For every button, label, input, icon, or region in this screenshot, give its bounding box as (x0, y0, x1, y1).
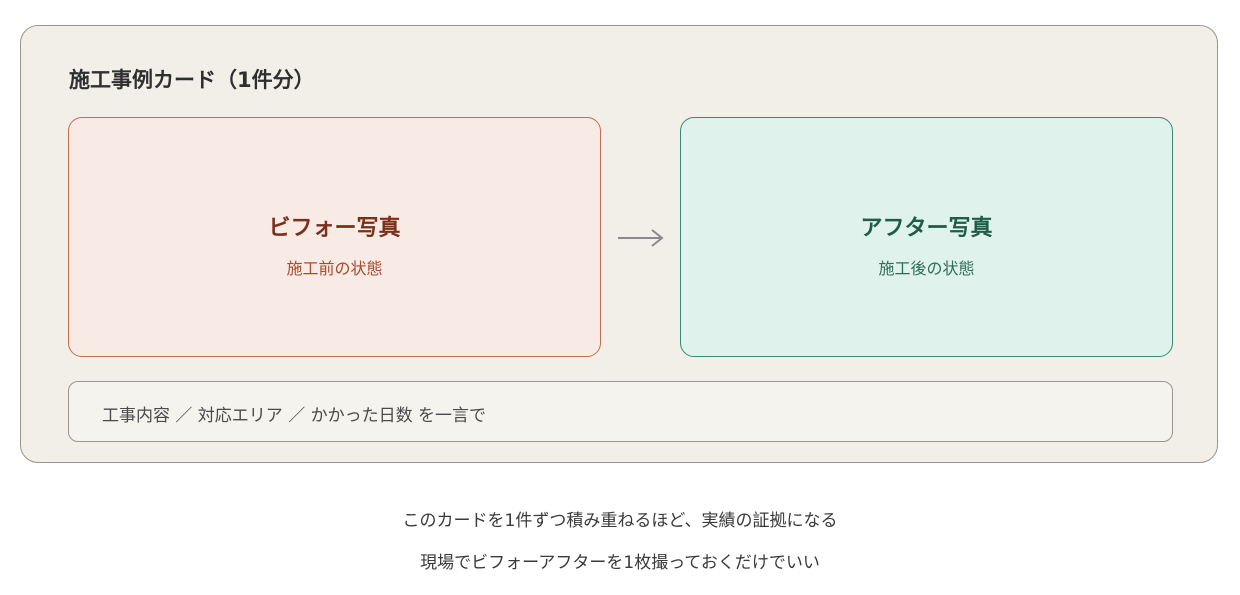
card-title: 施工事例カード（1件分） (69, 68, 315, 92)
note-text: 工事内容 ／ 対応エリア ／ かかった日数 を一言で (102, 406, 487, 426)
before-photo-title: ビフォー写真 (268, 216, 401, 241)
note-bar: 工事内容 ／ 対応エリア ／ かかった日数 を一言で (68, 381, 1173, 442)
after-photo-subtitle: 施工後の状態 (878, 259, 975, 278)
after-photo-title: アフター写真 (860, 216, 993, 241)
before-photo-subtitle: 施工前の状態 (286, 259, 383, 278)
before-photo-box: ビフォー写真 施工前の状態 (68, 117, 601, 357)
arrow-right-icon (618, 229, 664, 247)
after-photo-box: アフター写真 施工後の状態 (680, 117, 1173, 357)
caption-line-1: このカードを1件ずつ積み重ねるほど、実績の証拠になる (402, 511, 838, 531)
caption-line-2: 現場でビフォーアフターを1枚撮っておくだけでいい (420, 553, 820, 573)
case-study-card: 施工事例カード（1件分） ビフォー写真 施工前の状態 アフター写真 施工後の状態… (20, 25, 1218, 463)
